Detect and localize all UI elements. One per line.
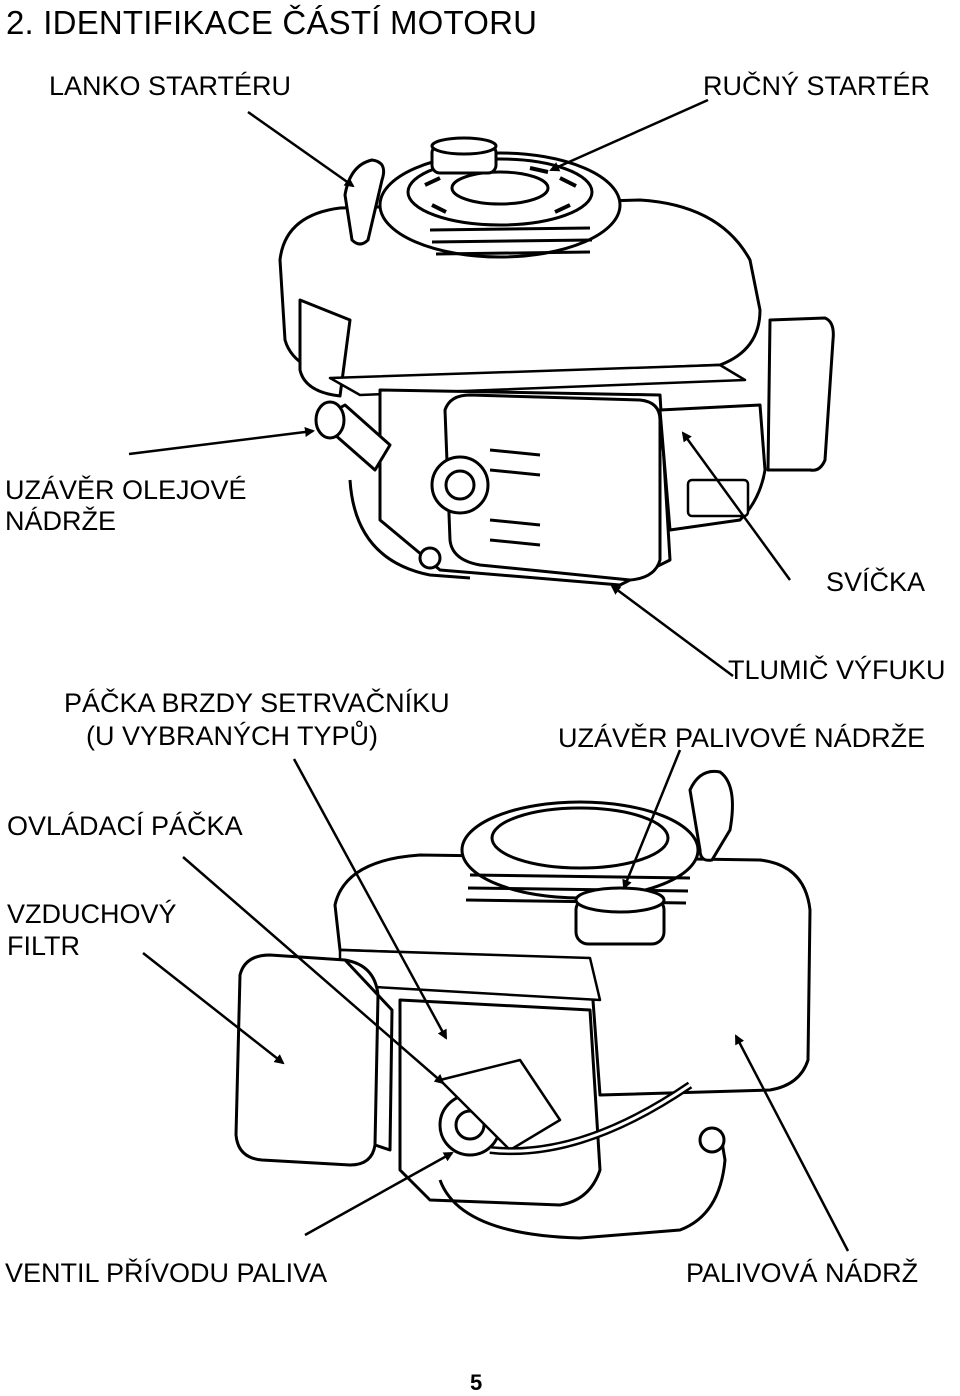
pointer-lines xyxy=(128,98,850,1252)
label-muffler: TLUMIČ VÝFUKU xyxy=(728,655,946,685)
label-recoil-starter: RUČNÝ STARTÉR xyxy=(703,71,931,101)
pointer-control-lever xyxy=(182,856,445,1085)
label-brake-lever-line1: PÁČKA BRZDY SETRVAČNÍKU xyxy=(64,688,450,718)
label-fuel-valve: VENTIL PŘÍVODU PALIVA xyxy=(5,1258,328,1288)
label-oil-cap-line1: UZÁVĚR OLEJOVÉ xyxy=(5,475,247,505)
page-title: 2. IDENTIFIKACE ČÁSTÍ MOTORU xyxy=(6,4,538,41)
label-fuel-cap: UZÁVĚR PALIVOVÉ NÁDRŽE xyxy=(558,723,926,753)
page-number: 5 xyxy=(470,1370,483,1395)
pointer-oil-cap xyxy=(128,427,315,456)
pointer-fuel-valve xyxy=(304,1151,454,1237)
label-starter-rope: LANKO STARTÉRU xyxy=(49,71,292,101)
pointer-fuel-tank xyxy=(734,1034,850,1252)
label-spark-plug: SVÍČKA xyxy=(826,567,926,597)
label-oil-cap-line2: NÁDRŽE xyxy=(5,506,117,536)
pointer-recoil-starter xyxy=(549,98,709,172)
pointer-starter-rope xyxy=(247,110,355,188)
label-air-filter-line1: VZDUCHOVÝ xyxy=(7,899,177,929)
bottom-engine-illustration xyxy=(234,769,812,1240)
pointer-spark-plug xyxy=(681,431,792,581)
label-control-lever: OVLÁDACÍ PÁČKA xyxy=(7,811,243,841)
pointer-air-filter xyxy=(142,952,285,1065)
pointer-brake-lever xyxy=(292,758,448,1040)
label-fuel-tank: PALIVOVÁ NÁDRŽ xyxy=(686,1258,919,1288)
top-engine-illustration xyxy=(278,136,835,587)
pointer-fuel-cap xyxy=(622,749,682,890)
label-brake-lever-line2: (U VYBRANÝCH TYPŮ) xyxy=(86,721,379,751)
label-air-filter-line2: FILTR xyxy=(7,931,80,961)
pointer-muffler xyxy=(610,584,734,678)
